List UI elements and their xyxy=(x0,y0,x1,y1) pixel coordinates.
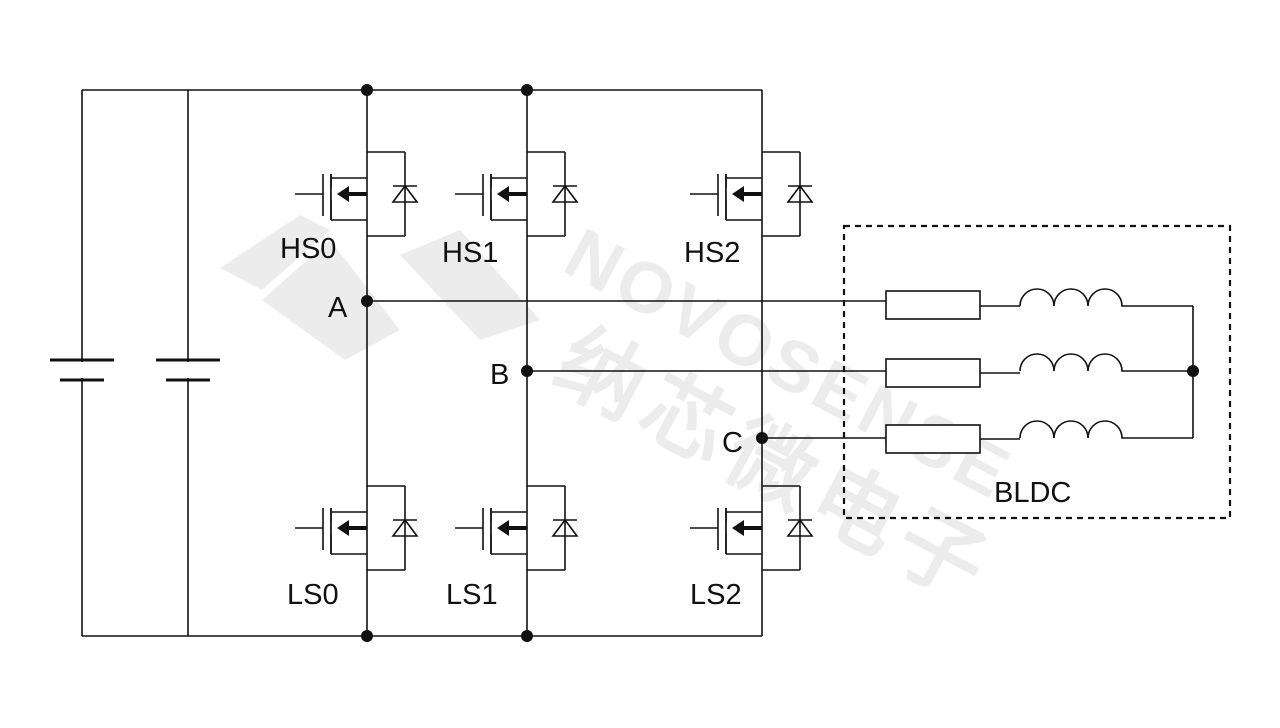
label-hs1: HS1 xyxy=(442,237,498,269)
motor-label: BLDC xyxy=(994,477,1071,509)
mosfet-ls1 xyxy=(453,484,579,572)
inductor-icon xyxy=(1019,353,1125,372)
mosfet-hs2 xyxy=(688,150,814,238)
junction-dot-icon xyxy=(521,630,533,642)
junction-dots xyxy=(361,84,1199,642)
battery-gap xyxy=(182,362,194,378)
node-label-a: A xyxy=(328,292,348,324)
inductor-icon xyxy=(1019,420,1125,439)
inductor-icon xyxy=(1019,288,1125,307)
resistor-icon xyxy=(885,424,981,454)
resistor-icon xyxy=(885,290,981,320)
mosfet-hs1 xyxy=(453,150,579,238)
novosense-logo-icon xyxy=(220,215,540,360)
label-hs2: HS2 xyxy=(684,237,740,269)
node-label-b: B xyxy=(490,359,509,391)
mosfet-ls0 xyxy=(293,484,419,572)
battery-icon xyxy=(50,358,114,382)
label-ls0: LS0 xyxy=(287,579,339,611)
junction-dot-icon xyxy=(361,630,373,642)
label-ls2: LS2 xyxy=(690,579,742,611)
label-ls1: LS1 xyxy=(446,579,498,611)
watermark: NOVOSENSE 纳芯微电子 xyxy=(220,213,1025,622)
resistor-icon xyxy=(885,358,981,388)
battery-gap xyxy=(76,362,88,378)
label-hs0: HS0 xyxy=(280,233,336,265)
node-label-c: C xyxy=(722,427,743,459)
battery-icon xyxy=(156,358,220,382)
motor-windings xyxy=(885,288,1125,454)
junction-dot-icon xyxy=(521,84,533,96)
junction-dot-icon xyxy=(361,295,373,307)
bldc-boundary xyxy=(842,224,1232,520)
junction-dot-icon xyxy=(361,84,373,96)
junction-dot-icon xyxy=(756,432,768,444)
junction-dot-icon xyxy=(521,365,533,377)
junction-dot-icon xyxy=(1187,365,1199,377)
